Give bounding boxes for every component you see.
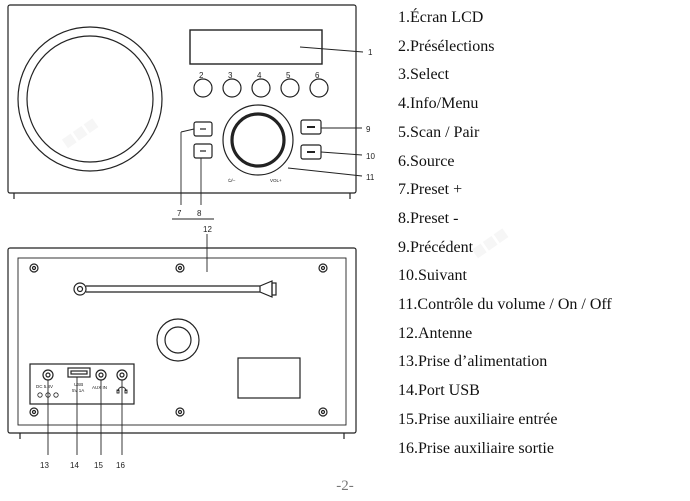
volume-knob-outer bbox=[222, 104, 294, 176]
callout-16: 16 bbox=[116, 461, 125, 470]
callout-1: 1 bbox=[368, 48, 373, 57]
page-number: -2- bbox=[336, 478, 354, 494]
legend-item: 1.Écran LCD bbox=[398, 9, 484, 26]
legend-item: 12.Antenne bbox=[398, 324, 473, 342]
aux-in-jack bbox=[95, 369, 107, 381]
legend-item: 6.Source bbox=[398, 152, 455, 170]
callout-15: 15 bbox=[94, 461, 103, 470]
legend-item: 13.Prise d’alimentation bbox=[398, 353, 548, 371]
usb-rating-label: 5V 1A bbox=[72, 388, 84, 393]
source-button bbox=[309, 78, 329, 98]
callout-10: 10 bbox=[366, 152, 375, 161]
scan-pair-button bbox=[280, 78, 300, 98]
component-legend: 1.Écran LCD 2.Présélections 3.Select 4.I… bbox=[398, 4, 612, 463]
legend-item: 7.Preset + bbox=[398, 181, 463, 199]
bass-port-inner bbox=[164, 326, 192, 354]
power-label: ⏻/− bbox=[228, 178, 236, 183]
callout-8: 8 bbox=[197, 209, 202, 218]
screws bbox=[29, 263, 328, 417]
callout-5: 5 bbox=[286, 71, 291, 80]
callout-12: 12 bbox=[203, 225, 212, 234]
legend-item: 8.Preset - bbox=[398, 209, 459, 227]
legend-item: 16.Prise auxiliaire sortie bbox=[398, 439, 554, 457]
previous-button bbox=[300, 119, 322, 135]
callout-2: 2 bbox=[199, 71, 204, 80]
callout-3: 3 bbox=[228, 71, 233, 80]
aux-out-jack bbox=[116, 369, 128, 381]
callout-13: 13 bbox=[40, 461, 49, 470]
select-button bbox=[222, 78, 242, 98]
back-view bbox=[7, 247, 357, 439]
antenna-base bbox=[73, 282, 87, 296]
back-leader-lines bbox=[47, 234, 208, 455]
callout-11: 11 bbox=[366, 173, 375, 182]
legend-item: 2.Présélections bbox=[398, 37, 495, 55]
back-cabinet bbox=[7, 247, 357, 434]
volume-knob-inner bbox=[230, 112, 286, 168]
lcd-screen bbox=[189, 29, 323, 65]
legend-item: 4.Info/Menu bbox=[398, 95, 479, 113]
legend-item: 9.Précédent bbox=[398, 238, 474, 256]
antenna-tip bbox=[259, 280, 273, 298]
rating-label-area bbox=[237, 357, 301, 399]
callout-7: 7 bbox=[177, 209, 182, 218]
speaker-inner-ring bbox=[26, 35, 154, 163]
connector-panel bbox=[29, 363, 135, 405]
volume-label: VOL+ bbox=[270, 178, 282, 183]
aux-in-label: AUX IN bbox=[92, 385, 107, 390]
device-diagram: ⏻/− VOL+ 1 2 3 4 5 6 9 10 11 7 8 bbox=[7, 4, 375, 470]
legend-item: 10.Suivant bbox=[398, 267, 467, 285]
front-leader-lines bbox=[172, 46, 364, 220]
front-cabinet bbox=[7, 4, 357, 194]
bass-port-outer bbox=[156, 318, 200, 362]
dc-jack bbox=[42, 369, 54, 381]
dc-label: DC 5.8V bbox=[36, 384, 53, 389]
legend-item: 5.Scan / Pair bbox=[398, 123, 480, 141]
info-menu-button bbox=[251, 78, 271, 98]
front-view bbox=[7, 4, 357, 199]
preset-minus-button bbox=[193, 143, 213, 159]
usb-label: USB bbox=[74, 382, 83, 387]
usb-port bbox=[67, 367, 91, 378]
speaker-outer-ring bbox=[17, 26, 163, 172]
legend-item: 15.Prise auxiliaire entrée bbox=[398, 410, 558, 428]
legend-item: 3.Select bbox=[398, 66, 450, 84]
callout-6: 6 bbox=[315, 71, 320, 80]
legend-item: 14.Port USB bbox=[398, 382, 480, 400]
callout-4: 4 bbox=[257, 71, 262, 80]
legend-item: 11.Contrôle du volume / On / Off bbox=[398, 296, 612, 314]
callout-9: 9 bbox=[366, 125, 371, 134]
callout-14: 14 bbox=[70, 461, 79, 470]
preset-button bbox=[193, 78, 213, 98]
